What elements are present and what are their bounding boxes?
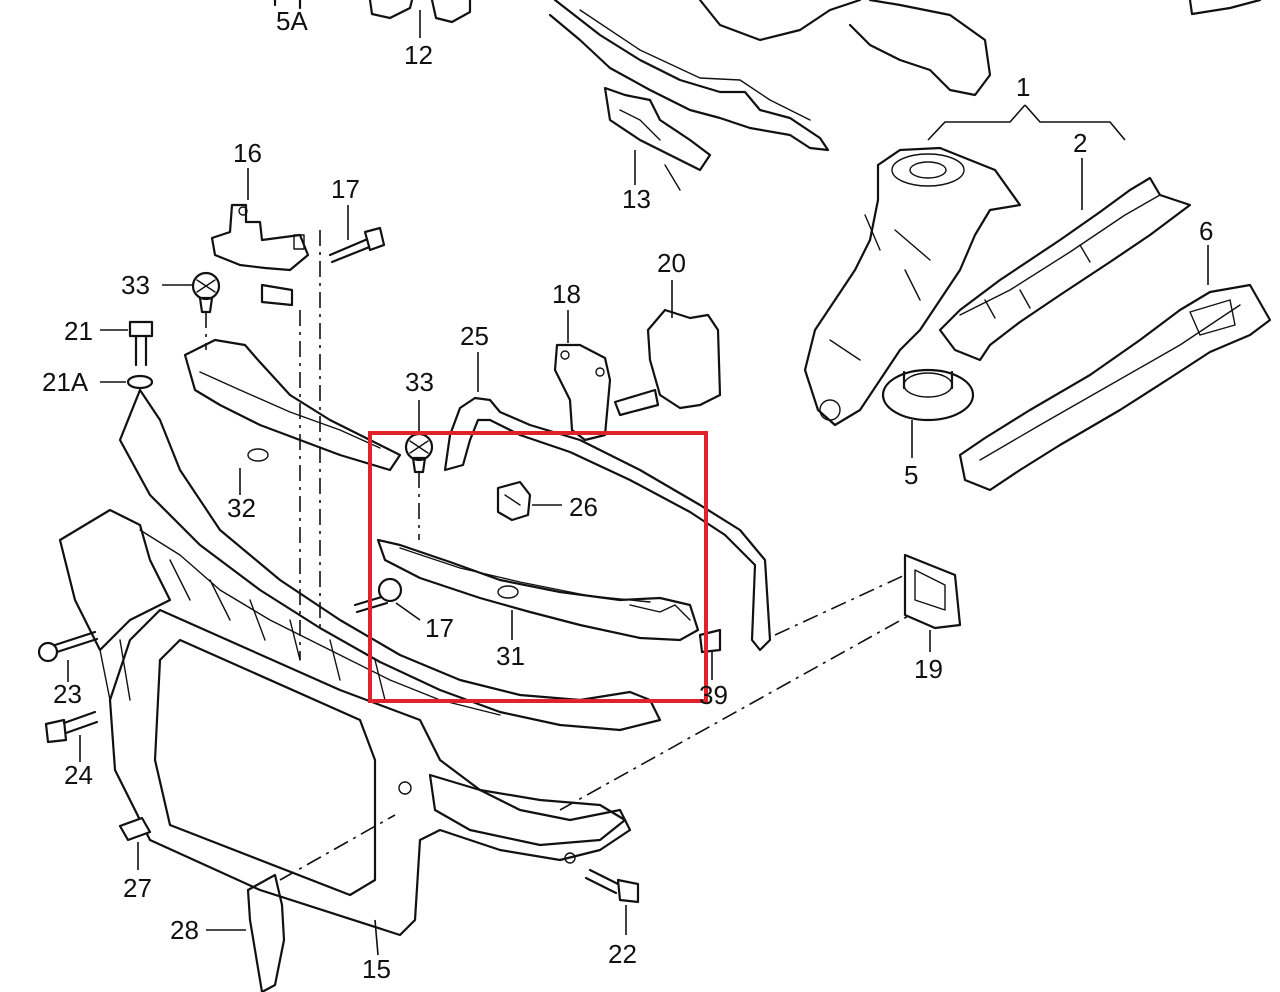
part-22-bolt (584, 868, 640, 935)
label-32: 32 (227, 493, 256, 523)
part-27-clip (118, 816, 152, 870)
label-31: 31 (496, 641, 525, 671)
label-39: 39 (699, 680, 728, 710)
part-20-mount (613, 280, 722, 417)
part-15-front-carrier (58, 388, 662, 956)
assembly-dash-lines (279, 230, 911, 881)
part-17-upper-bolt (328, 205, 386, 264)
label-17-upper: 17 (331, 174, 360, 204)
part-2-member (938, 176, 1192, 362)
label-2: 2 (1073, 128, 1087, 158)
label-6: 6 (1199, 216, 1213, 246)
part-24-bolt (44, 710, 99, 762)
part-6-member (958, 283, 1272, 492)
part-5a-bracket (273, 0, 302, 10)
part-26-catch (496, 480, 562, 522)
part-16-hood-lock (210, 168, 310, 307)
part-21a-washer (100, 374, 154, 390)
part-31-crossbar (376, 538, 700, 642)
label-5a: 5A (276, 6, 308, 36)
label-25: 25 (460, 321, 489, 351)
label-22: 22 (608, 939, 637, 969)
part-13-bracket (603, 86, 712, 191)
part-21-bolt (100, 320, 154, 367)
label-16: 16 (233, 138, 262, 168)
highlight-box (368, 431, 708, 703)
label-28: 28 (170, 915, 199, 945)
label-19: 19 (914, 654, 943, 684)
label-17-lower: 17 (425, 613, 454, 643)
label-20: 20 (657, 248, 686, 278)
label-33-lower: 33 (405, 367, 434, 397)
label-21a: 21A (42, 367, 89, 397)
part-33-lower-clip (404, 400, 434, 540)
part-23-bolt (37, 630, 99, 682)
part-32-crossbar (183, 338, 402, 495)
label-24: 24 (64, 760, 93, 790)
label-21: 21 (64, 316, 93, 346)
part-39-clip (698, 628, 722, 680)
top-right-corner-piece (1188, 0, 1262, 16)
part-18-bracket (553, 310, 612, 442)
part-1-strut-tower (803, 0, 1022, 427)
callout-labels: 5A 12 1 2 16 17 13 6 20 33 18 21 25 21A … (42, 6, 1213, 984)
label-13: 13 (622, 184, 651, 214)
part-33-upper-clip (162, 271, 221, 350)
part-25-bar (443, 352, 772, 652)
label-18: 18 (552, 279, 581, 309)
part-19-bracket (903, 553, 962, 652)
leader-lines-right (927, 104, 1209, 285)
label-27: 27 (123, 873, 152, 903)
label-15: 15 (362, 954, 391, 984)
part-12-bracket (368, 0, 472, 38)
label-5: 5 (904, 460, 918, 490)
upper-side-member (548, 0, 862, 152)
part-17-lower-bolt (353, 577, 421, 621)
label-26: 26 (569, 492, 598, 522)
part-5-spring-seat (881, 368, 975, 458)
label-1: 1 (1016, 72, 1030, 102)
part-28-air-guide (206, 873, 286, 992)
label-12: 12 (404, 40, 433, 70)
label-33-upper: 33 (121, 270, 150, 300)
label-23: 23 (53, 679, 82, 709)
